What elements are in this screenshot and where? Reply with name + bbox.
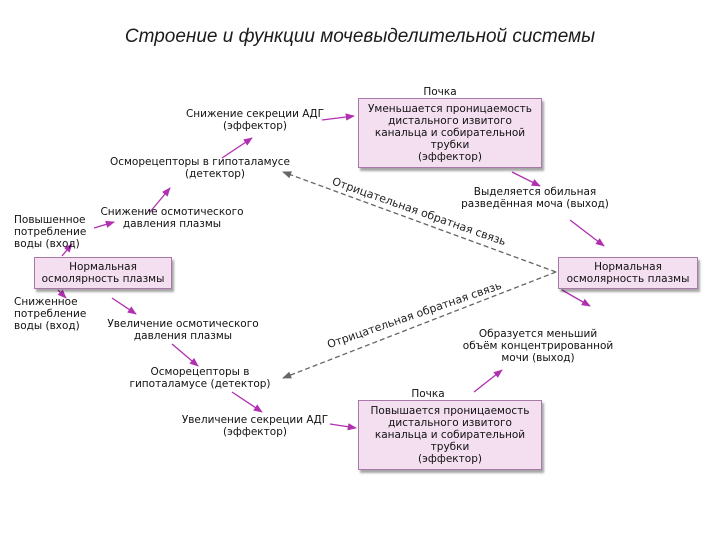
arrow-adh-to-kidney-top [321, 113, 355, 121]
osmoreceptor-label-top: Осморецепторы в гипоталамусе(детектор) [109, 156, 291, 180]
kidney-label-bottom: Почка [411, 388, 445, 400]
arrow-water-to-pressure [93, 220, 115, 229]
arrow-adh-to-kidney-bottom [329, 423, 357, 431]
feedback-line-top [282, 171, 557, 273]
arrow-kidney-to-output-top [511, 171, 541, 187]
arrow-output-to-right-box [569, 219, 605, 247]
arrow-osmo-to-adh-top [221, 137, 253, 159]
arrow-right-box-to-output [561, 289, 591, 307]
arrow-left-box-to-water-up [61, 243, 73, 257]
adh-increase-label: Увеличение секреции АДГ(эффектор) [181, 414, 329, 438]
adh-decrease-label: Снижение секреции АДГ(эффектор) [185, 108, 325, 132]
page-title: Строение и функции мочевыделительной сис… [124, 26, 596, 47]
arrow-pressure-to-osmo-top [149, 187, 171, 213]
arrow-osmo-to-adh-bottom [231, 391, 263, 413]
feedback-line-bottom [282, 271, 557, 379]
arrow-kidney-to-output-bottom [473, 369, 503, 393]
arrow-water-to-increase-pressure [111, 297, 137, 315]
kidney-label-top: Почка [423, 86, 457, 98]
arrow-left-box-to-water-down [57, 289, 67, 299]
arrow-pressure-to-osmo-bottom [171, 343, 199, 367]
